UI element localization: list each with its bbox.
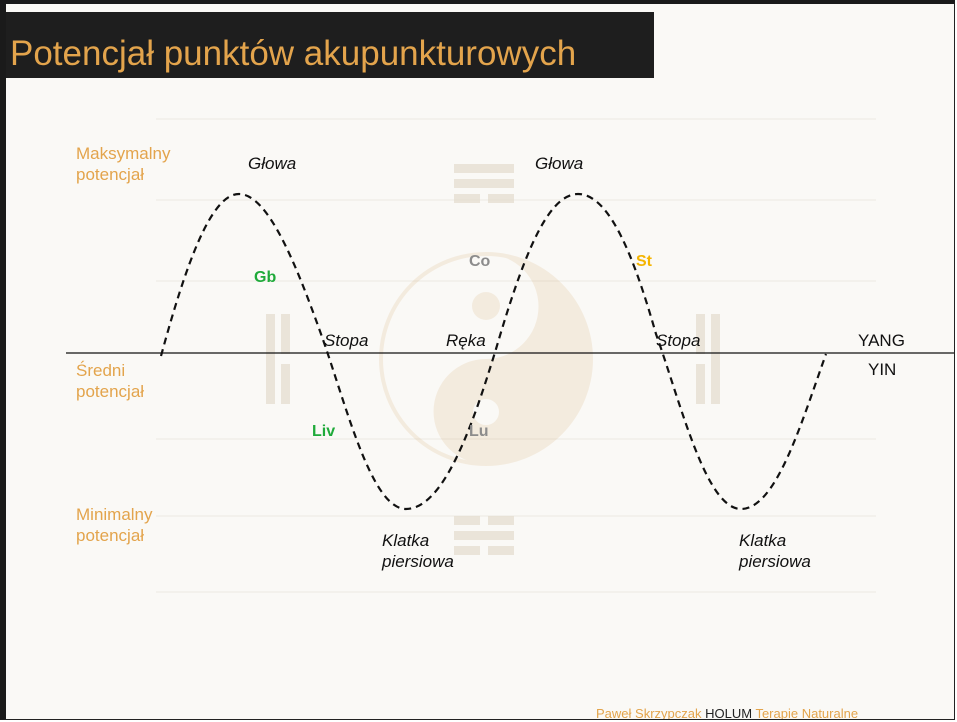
potential-curve [159,192,828,511]
yin-yang-watermark [379,252,593,466]
label-yang: YANG [858,331,905,350]
title-bar: Potencjał punktów akupunkturowych [6,12,654,78]
level-mid-line1: Średni [76,361,126,380]
label-foot-1: Stopa [324,331,369,350]
label-chest-1-line1: Klatka [382,531,430,550]
level-max-line1: Maksymalny [76,144,171,163]
level-min-line1: Minimalny [76,505,153,524]
meridian-lu: Lu [469,423,489,440]
level-mid: Średni potencjał [76,360,144,403]
meridian-co: Co [469,253,491,270]
label-head-1: Głowa [248,154,297,173]
label-head-2: Głowa [535,154,584,173]
level-min-line2: potencjał [76,526,145,546]
label-hand: Ręka [446,331,486,350]
label-chest-2-line1: Klatka [739,531,787,550]
label-chest-1: Klatka piersiowa [382,530,454,573]
level-max-line2: potencjał [76,165,145,185]
level-min: Minimalny potencjał [76,504,153,547]
level-max: Maksymalny potencjał [76,143,170,186]
label-yin: YIN [868,360,897,379]
level-mid-line2: potencjał [76,382,145,402]
label-foot-2: Stopa [656,331,701,350]
footer-brand: HOLUM [705,706,753,720]
footer-suffix: Terapie Naturalne [755,706,859,720]
meridian-st: St [636,253,652,270]
footer: Paweł Skrzypczak HOLUM Terapie Naturalne [596,706,859,720]
page-title: Potencjał punktów akupunkturowych [10,34,577,73]
label-chest-1-line2: piersiowa [382,552,454,572]
label-chest-2-line2: piersiowa [739,552,811,572]
footer-author: Paweł Skrzypczak [596,706,702,720]
meridian-liv: Liv [312,423,336,440]
meridian-gb: Gb [254,269,277,286]
label-chest-2: Klatka piersiowa [739,530,811,573]
trigram-watermark [266,164,720,555]
diagram-canvas [66,118,954,593]
